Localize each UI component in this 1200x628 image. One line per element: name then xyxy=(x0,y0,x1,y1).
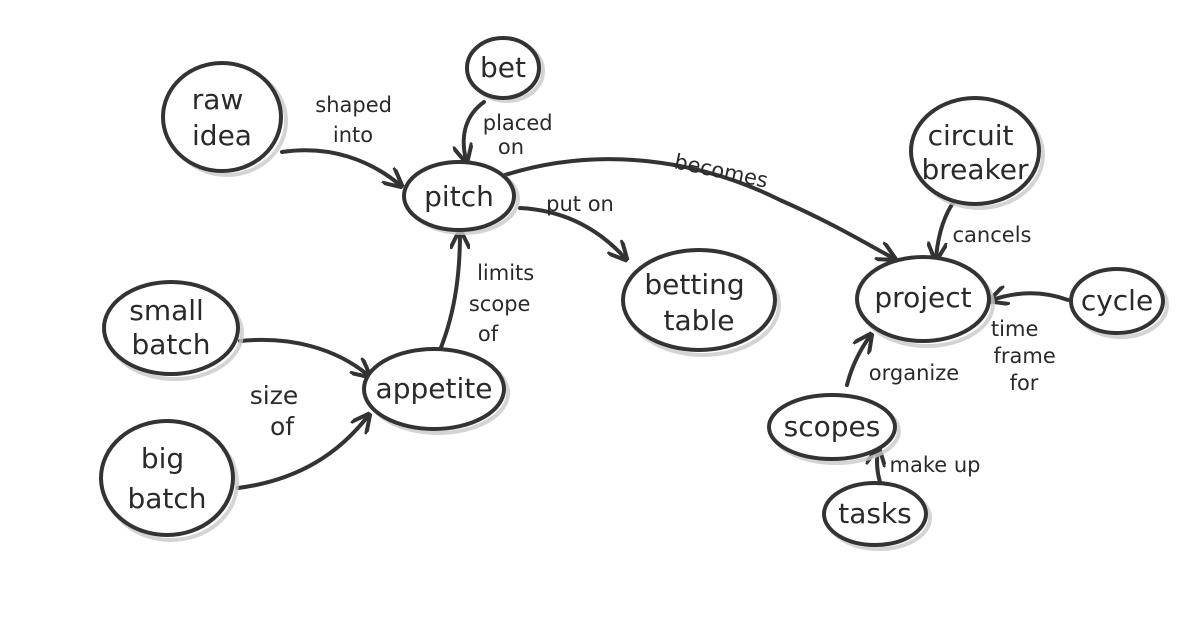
node-bet: bet xyxy=(465,36,545,103)
edge-bet-to-pitch xyxy=(464,100,486,160)
edge-big-batch-to-appetite xyxy=(236,416,368,490)
node-cycle: cycle xyxy=(1069,267,1169,339)
node-betting-table: betting table xyxy=(621,248,781,357)
edge-scopes-to-project xyxy=(845,336,870,387)
node-big-batch: big batch xyxy=(99,419,239,542)
node-pitch: pitch xyxy=(402,160,520,235)
svg-text:cycle: cycle xyxy=(1081,284,1153,317)
svg-text:small batch: small batch xyxy=(129,294,213,361)
edge-label-put-on: put on xyxy=(546,192,614,216)
svg-text:betting table: betting table xyxy=(644,268,753,337)
svg-text:tasks: tasks xyxy=(838,497,912,530)
edge-label-time-frame-for: time frame for xyxy=(991,317,1063,395)
svg-text:big batch: big batch xyxy=(127,442,206,515)
node-project: project xyxy=(855,255,995,348)
node-tasks: tasks xyxy=(822,481,932,551)
edge-raw-idea-to-pitch xyxy=(280,148,400,185)
edge-pitch-to-project xyxy=(503,157,893,258)
svg-text:raw idea: raw idea xyxy=(192,83,252,152)
node-appetite: appetite xyxy=(362,347,510,435)
node-raw-idea: raw idea xyxy=(161,61,288,177)
node-small-batch: small batch xyxy=(102,280,244,381)
edge-label-shaped-into: shaped into xyxy=(315,93,398,147)
edge-appetite-to-pitch xyxy=(438,233,460,352)
svg-text:appetite: appetite xyxy=(376,372,493,405)
edge-pitch-to-betting-table xyxy=(518,206,625,258)
svg-text:project: project xyxy=(874,281,971,314)
svg-text:bet: bet xyxy=(480,51,526,84)
edge-label-organize: organize xyxy=(869,361,959,385)
node-scopes: scopes xyxy=(767,393,901,465)
edge-label-becomes: becomes xyxy=(672,149,770,192)
edge-small-batch-to-appetite xyxy=(238,337,368,375)
svg-text:circuit breaker: circuit breaker xyxy=(921,119,1028,186)
edge-label-limits-scope-of: limits scope of xyxy=(469,261,541,346)
svg-text:pitch: pitch xyxy=(424,180,494,213)
edge-label-make-up: make up xyxy=(890,453,981,477)
edge-label-cancels: cancels xyxy=(953,223,1032,247)
node-circuit-breaker: circuit breaker xyxy=(909,96,1045,210)
edge-label-placed-on: placed on xyxy=(483,111,560,159)
svg-text:scopes: scopes xyxy=(784,410,881,443)
edge-cycle-to-project xyxy=(992,293,1070,300)
edge-label-size-of: size of xyxy=(250,381,306,441)
